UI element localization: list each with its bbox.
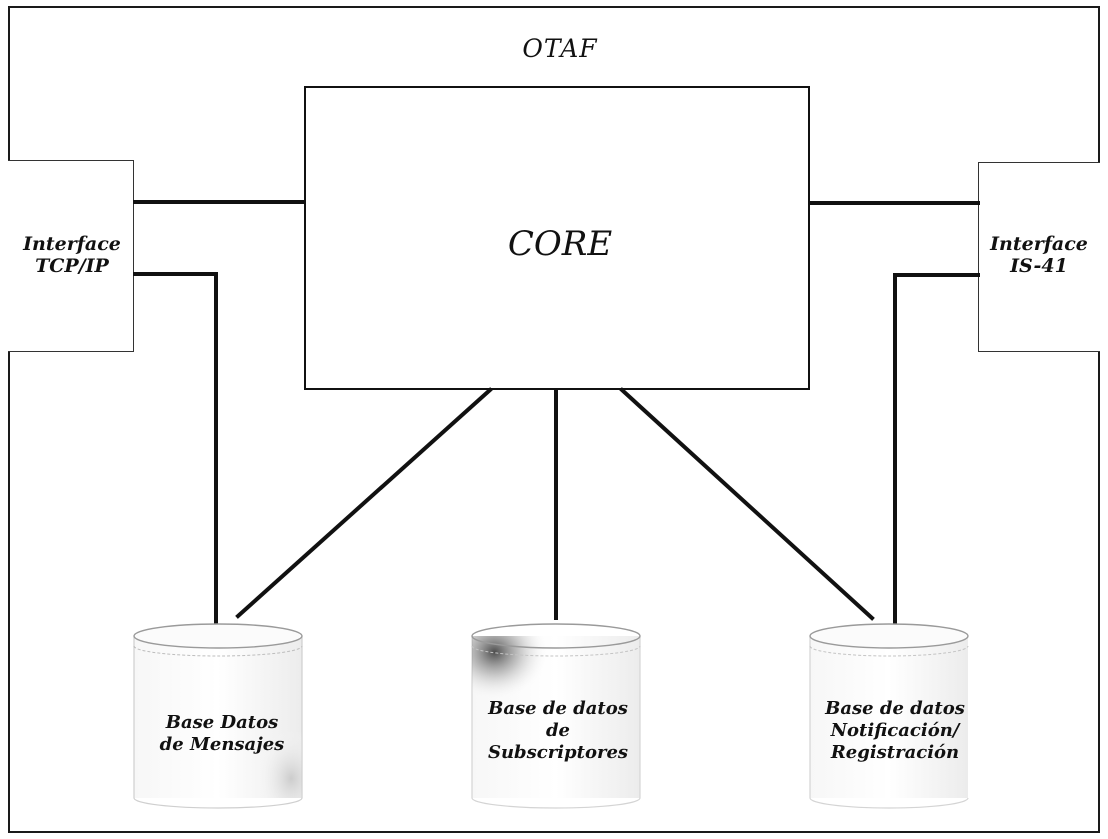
db-subscriptores-line3: Subscriptores bbox=[487, 742, 629, 763]
interface-is41-label: Interface IS-41 bbox=[980, 233, 1098, 277]
interface-is41-box bbox=[978, 162, 1100, 352]
interface-is41-line1: Interface bbox=[990, 233, 1088, 255]
interface-tcpip-line1: Interface bbox=[23, 233, 121, 255]
db-mensajes-line1: Base Datos bbox=[165, 712, 279, 733]
diagram-title: OTAF bbox=[522, 34, 598, 63]
db-notificacion-line3: Registración bbox=[830, 742, 960, 763]
interface-tcpip-line2: TCP/IP bbox=[35, 255, 109, 277]
db-notificacion-line1: Base de datos bbox=[825, 698, 965, 719]
db-subscriptores-line2: de bbox=[545, 720, 571, 741]
interface-is41-line2: IS-41 bbox=[1010, 255, 1068, 277]
db-subscriptores-cylinder bbox=[471, 623, 641, 809]
connector-core-db-mensajes bbox=[235, 387, 493, 619]
db-mensajes-line2: de Mensajes bbox=[159, 734, 285, 755]
interface-tcpip-box bbox=[8, 160, 134, 352]
db-notificacion-label: Base de datos Notificación/ Registración bbox=[806, 698, 984, 764]
db-subscriptores-line1: Base de datos bbox=[488, 698, 628, 719]
db-notificacion-line2: Notificación/ bbox=[830, 720, 960, 741]
db-mensajes-label: Base Datos de Mensajes bbox=[134, 712, 310, 756]
db-mensajes-cylinder bbox=[133, 623, 303, 809]
db-notificacion-cylinder bbox=[809, 623, 969, 809]
connector-core-db-notificacion bbox=[619, 387, 875, 621]
connector-tcpip-db-mensajes bbox=[133, 272, 218, 624]
db-subscriptores-label: Base de datos de Subscriptores bbox=[460, 698, 656, 764]
core-label: CORE bbox=[507, 224, 613, 264]
connector-is41-db-notificacion bbox=[893, 273, 980, 624]
interface-tcpip-label: Interface TCP/IP bbox=[14, 233, 130, 277]
